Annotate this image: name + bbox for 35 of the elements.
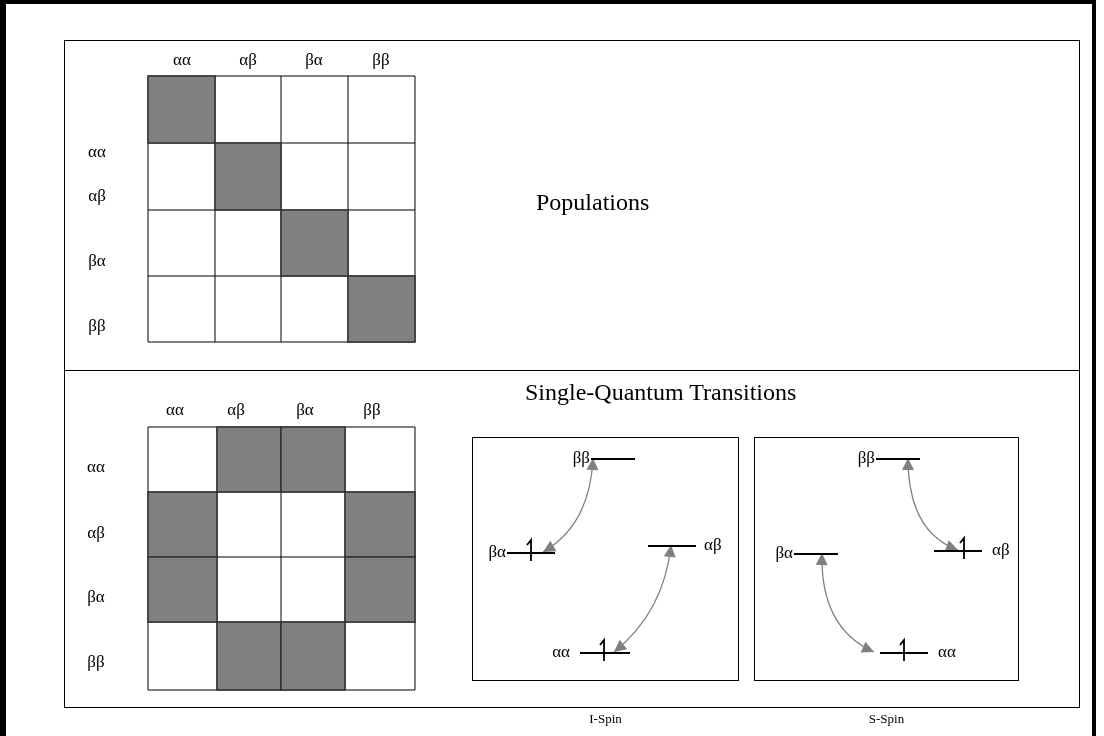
matrix-state-label: αα (173, 50, 191, 70)
matrix-state-label: ββ (372, 50, 390, 70)
transition-arrow (816, 552, 875, 653)
matrix-state-label: αα (87, 457, 105, 477)
matrix-state-label: ββ (88, 316, 106, 336)
panel (64, 40, 1080, 371)
matrix-state-label: βα (87, 587, 105, 607)
energy-diagram-box (472, 437, 739, 681)
level-label: αα (551, 644, 570, 660)
transition-arrow (542, 457, 599, 553)
transition-arrow (902, 457, 959, 551)
level-label: αβ (704, 537, 723, 553)
matrix-state-label: αβ (239, 50, 257, 70)
level-label: αβ (992, 542, 1011, 558)
matrix-state-label: αα (166, 400, 184, 420)
level-label: βα (774, 545, 793, 561)
level-label: ββ (856, 450, 875, 466)
matrix-state-label: ββ (363, 400, 381, 420)
matrix-state-label: αβ (227, 400, 245, 420)
level-label: βα (487, 544, 506, 560)
matrix-state-label: βα (88, 251, 106, 271)
energy-diagram-box (754, 437, 1019, 681)
level-label: αα (938, 644, 957, 660)
matrix-state-label: βα (305, 50, 323, 70)
matrix-state-label: αβ (88, 186, 106, 206)
panel-title: Populations (536, 189, 650, 216)
panel-title: Single-Quantum Transitions (525, 379, 797, 406)
matrix-state-label: αβ (87, 523, 105, 543)
diagram-caption: S-Spin (868, 711, 905, 727)
matrix-state-label: βα (296, 400, 314, 420)
diagram-caption: I-Spin (589, 711, 622, 727)
matrix-state-label: αα (88, 142, 106, 162)
matrix-state-label: ββ (87, 652, 105, 672)
transition-arrow (613, 544, 676, 653)
level-label: ββ (571, 450, 590, 466)
